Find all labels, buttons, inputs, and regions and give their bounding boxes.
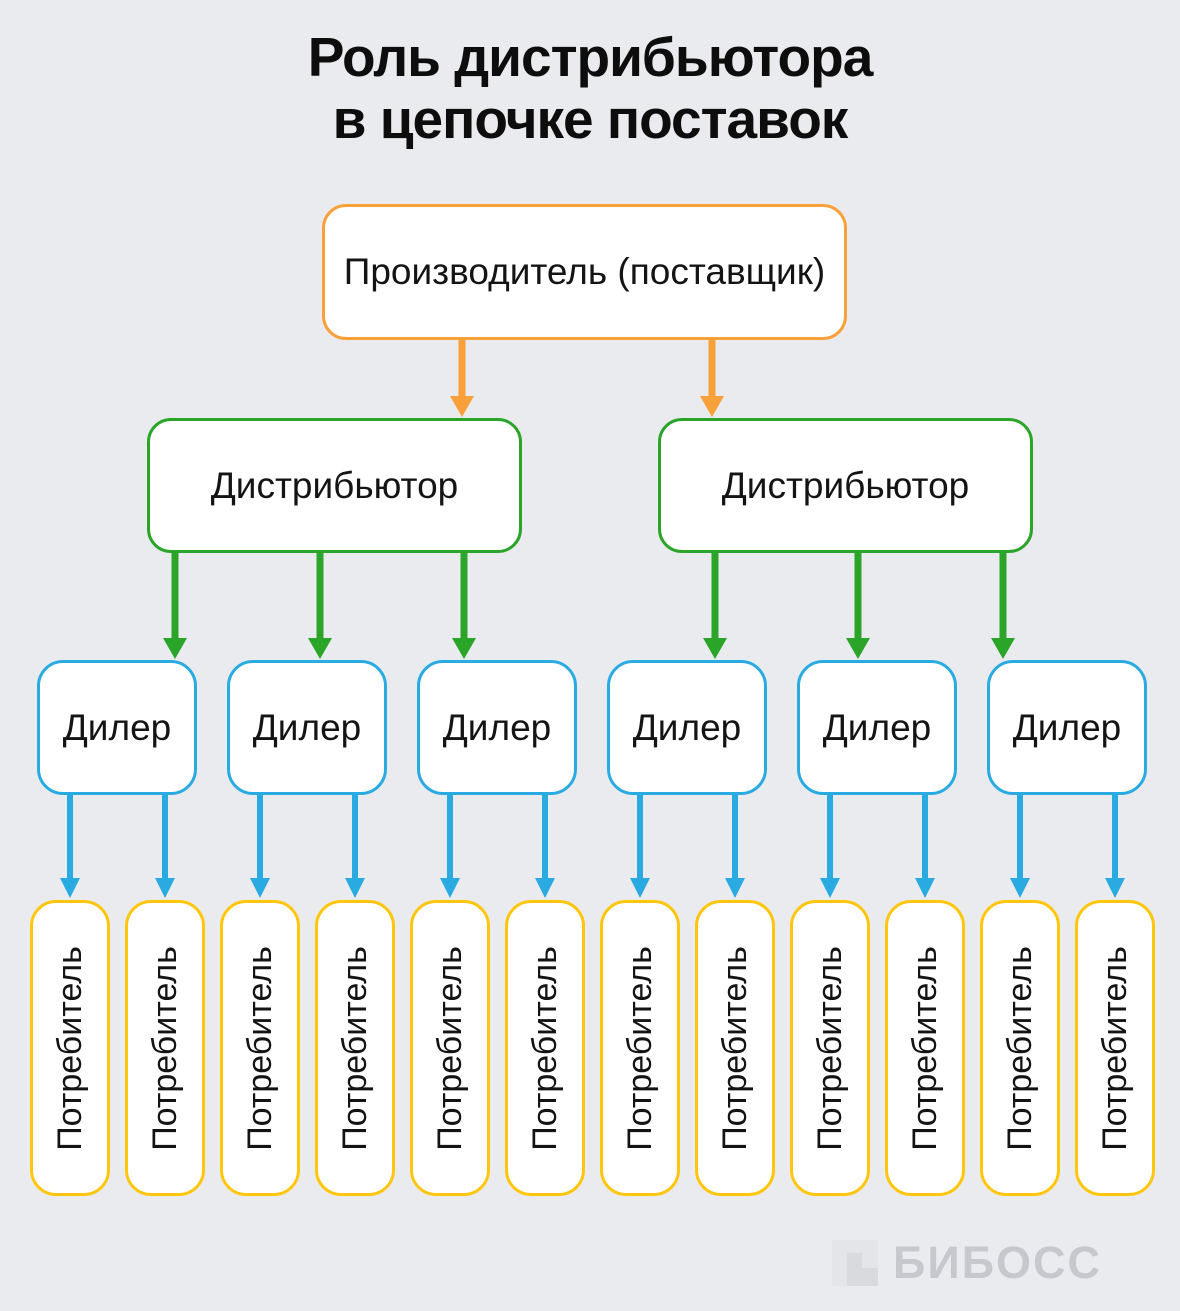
consumer-label: Потребитель bbox=[430, 945, 469, 1151]
dealer-label: Дилер bbox=[1012, 706, 1122, 748]
consumer-node-6: Потребитель bbox=[505, 900, 585, 1196]
arrow-distributor1-to-dealer1 bbox=[163, 553, 187, 659]
arrow-dealer3-to-consumer6 bbox=[535, 795, 555, 898]
arrow-distributor1-to-dealer2 bbox=[308, 553, 332, 659]
page-title-line-2: в цепочке поставок bbox=[332, 88, 849, 150]
dealer-label: Дилер bbox=[442, 706, 552, 748]
consumer-label: Потребитель bbox=[715, 945, 754, 1151]
consumer-label: Потребитель bbox=[525, 945, 564, 1151]
dealer-label: Дилер bbox=[632, 706, 742, 748]
arrow-dealer5-to-consumer10 bbox=[915, 795, 935, 898]
distributor-label: Дистрибьютор bbox=[210, 464, 459, 506]
biboss-watermark: БИБОСС bbox=[832, 1238, 1102, 1288]
distributor-node-2: Дистрибьютор bbox=[658, 418, 1033, 553]
consumer-node-12: Потребитель bbox=[1075, 900, 1155, 1196]
dealer-node-5: Дилер bbox=[797, 660, 957, 795]
arrow-dealer1-to-consumer1 bbox=[60, 795, 80, 898]
producer-label: Производитель (поставщик) bbox=[343, 251, 826, 292]
consumer-label: Потребитель bbox=[145, 945, 184, 1151]
dealer-node-6: Дилер bbox=[987, 660, 1147, 795]
arrow-distributor2-to-dealer4 bbox=[703, 553, 727, 659]
arrow-dealer3-to-consumer5 bbox=[440, 795, 460, 898]
producer-node: Производитель (поставщик) bbox=[322, 204, 847, 340]
arrow-dealer4-to-consumer7 bbox=[630, 795, 650, 898]
page-title: Роль дистрибьютора в цепочке поставок bbox=[0, 26, 1180, 150]
consumer-node-3: Потребитель bbox=[220, 900, 300, 1196]
dealer-label: Дилер bbox=[252, 706, 362, 748]
biboss-wordmark: БИБОСС bbox=[893, 1237, 1103, 1288]
biboss-logo-icon bbox=[832, 1240, 878, 1286]
consumer-node-10: Потребитель bbox=[885, 900, 965, 1196]
consumer-node-8: Потребитель bbox=[695, 900, 775, 1196]
arrow-distributor2-to-dealer6 bbox=[991, 553, 1015, 659]
consumer-label: Потребитель bbox=[810, 945, 849, 1151]
consumer-node-7: Потребитель bbox=[600, 900, 680, 1196]
consumer-label: Потребитель bbox=[1000, 945, 1039, 1151]
consumer-node-1: Потребитель bbox=[30, 900, 110, 1196]
arrow-dealer2-to-consumer3 bbox=[250, 795, 270, 898]
dealer-label: Дилер bbox=[822, 706, 932, 748]
consumer-label: Потребитель bbox=[50, 945, 89, 1151]
dealer-label: Дилер bbox=[62, 706, 172, 748]
consumer-label: Потребитель bbox=[905, 945, 944, 1151]
consumer-node-9: Потребитель bbox=[790, 900, 870, 1196]
arrow-dealer6-to-consumer11 bbox=[1010, 795, 1030, 898]
consumer-node-5: Потребитель bbox=[410, 900, 490, 1196]
arrow-dealer4-to-consumer8 bbox=[725, 795, 745, 898]
consumer-node-11: Потребитель bbox=[980, 900, 1060, 1196]
arrow-producer-to-distributor-2 bbox=[700, 340, 724, 417]
arrow-dealer2-to-consumer4 bbox=[345, 795, 365, 898]
consumer-node-4: Потребитель bbox=[315, 900, 395, 1196]
consumer-label: Потребитель bbox=[240, 945, 279, 1151]
consumer-label: Потребитель bbox=[1095, 945, 1134, 1151]
dealer-node-2: Дилер bbox=[227, 660, 387, 795]
dealer-node-3: Дилер bbox=[417, 660, 577, 795]
distributor-label: Дистрибьютор bbox=[721, 464, 970, 506]
arrow-dealer5-to-consumer9 bbox=[820, 795, 840, 898]
arrow-dealer6-to-consumer12 bbox=[1105, 795, 1125, 898]
arrow-distributor1-to-dealer3 bbox=[452, 553, 476, 659]
consumer-label: Потребитель bbox=[335, 945, 374, 1151]
arrow-distributor2-to-dealer5 bbox=[846, 553, 870, 659]
distributor-node-1: Дистрибьютор bbox=[147, 418, 522, 553]
page-title-line-1: Роль дистрибьютора bbox=[307, 26, 874, 88]
arrow-dealer1-to-consumer2 bbox=[155, 795, 175, 898]
consumer-node-2: Потребитель bbox=[125, 900, 205, 1196]
dealer-node-1: Дилер bbox=[37, 660, 197, 795]
arrow-producer-to-distributor-1 bbox=[450, 340, 474, 417]
consumer-label: Потребитель bbox=[620, 945, 659, 1151]
dealer-node-4: Дилер bbox=[607, 660, 767, 795]
